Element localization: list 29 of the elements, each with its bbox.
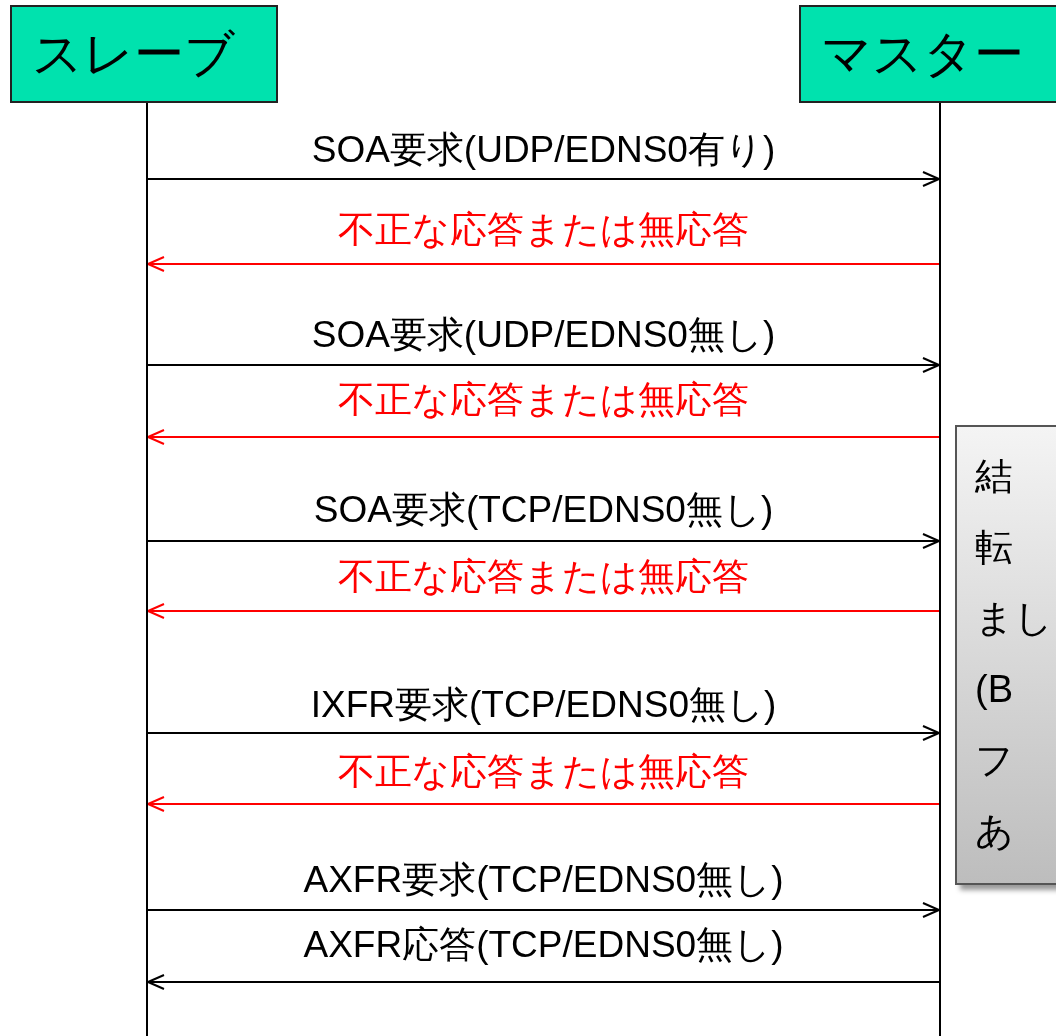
arrow <box>147 603 940 619</box>
edge-label: AXFR要求(TCP/EDNS0無し) <box>303 858 784 902</box>
edge-label: SOA要求(UDP/EDNS0有り) <box>311 128 776 172</box>
arrow <box>147 902 940 918</box>
edge-label: 不正な応答または無応答 <box>338 378 749 422</box>
arrow <box>147 725 940 741</box>
arrow <box>147 256 940 272</box>
arrow <box>147 974 940 990</box>
edge-label: 不正な応答または無応答 <box>338 208 749 252</box>
lifeline <box>939 103 941 1036</box>
edge-label: SOA要求(UDP/EDNS0無し) <box>311 313 776 357</box>
arrow <box>147 796 940 812</box>
arrow <box>147 429 940 445</box>
note-text: まし <box>975 596 1054 641</box>
edge-label: 不正な応答または無応答 <box>338 555 749 599</box>
edge-label: 不正な応答または無応答 <box>338 750 749 794</box>
arrow <box>147 171 940 187</box>
arrow <box>147 533 940 549</box>
arrow <box>147 357 940 373</box>
note-text: (B <box>975 667 1014 712</box>
edge-label: AXFR応答(TCP/EDNS0無し) <box>303 923 784 967</box>
participant-box: マスター <box>799 5 1056 103</box>
participant-box: スレーブ <box>10 5 278 103</box>
note-text: 結 <box>975 454 1014 499</box>
edge-label: SOA要求(TCP/EDNS0無し) <box>313 488 774 532</box>
note-text: 転 <box>975 525 1014 570</box>
note-text: あ <box>975 809 1015 854</box>
lifeline <box>146 103 148 1036</box>
note-text: フ <box>975 738 1015 783</box>
